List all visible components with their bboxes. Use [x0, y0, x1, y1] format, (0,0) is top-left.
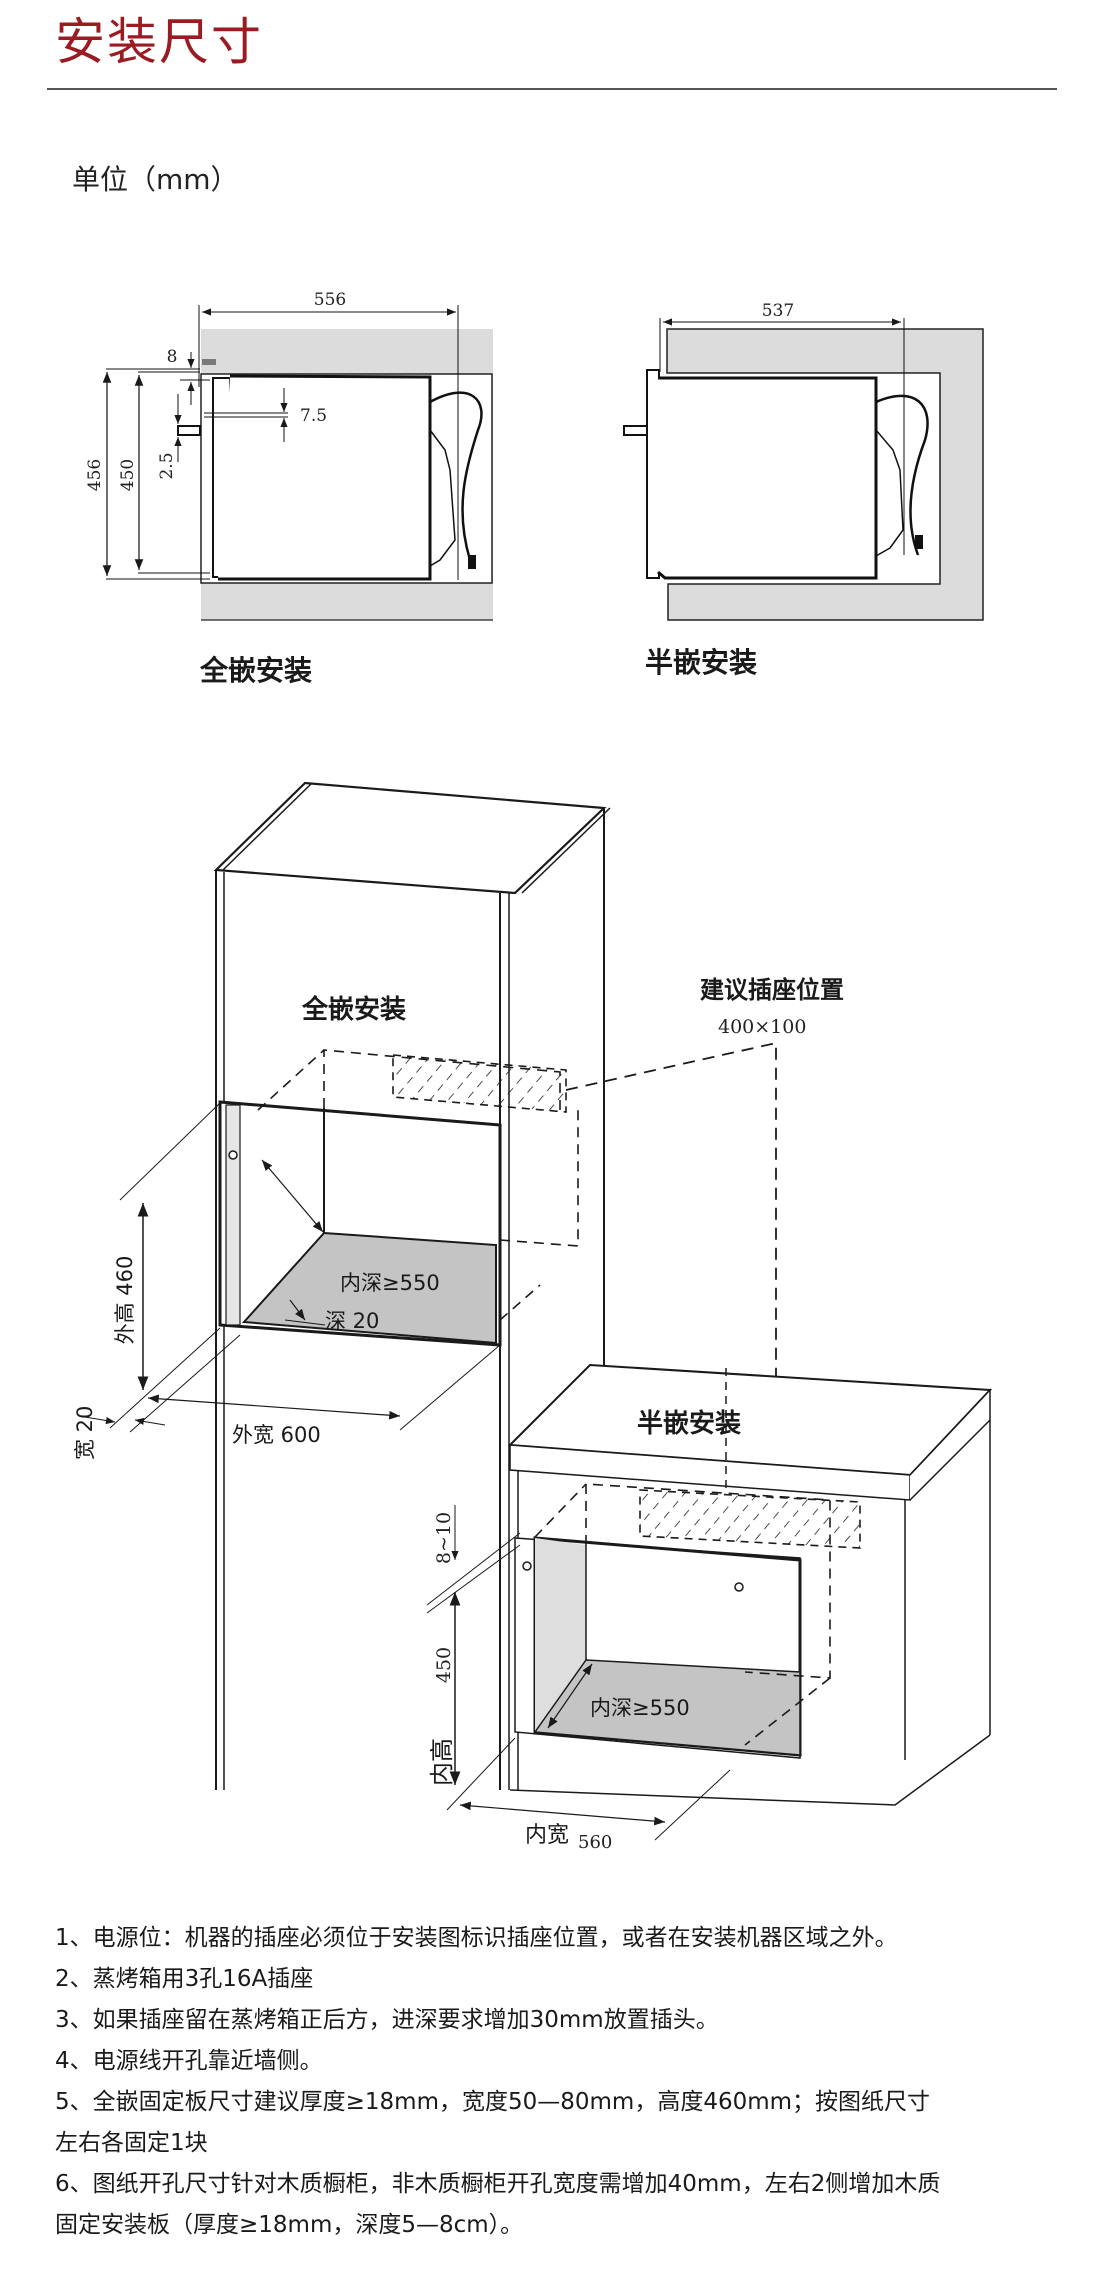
- iso-label-half-embed: 半嵌安装: [637, 1408, 741, 1439]
- plug-icon: [468, 555, 476, 569]
- dim-depth-537: 537: [762, 301, 794, 321]
- oven-body: [657, 376, 878, 580]
- page-title: 安装尺寸: [55, 13, 263, 71]
- caption-full-embed: 全嵌安装: [199, 654, 312, 687]
- socket-leader-line: [565, 1041, 777, 1380]
- plug-icon: [915, 535, 923, 549]
- iso-tall-cabinet: 全嵌安装 内深≥550 深 20 外高 460 外宽 600 宽 20: [73, 781, 777, 1790]
- iso-half-gap: 8~10: [433, 1512, 455, 1564]
- dim-handle-2.5: 2.5: [157, 452, 177, 479]
- note-item: 1、电源位：机器的插座必须位于安装图标识插座位置，或者在安装机器区域之外。: [55, 1925, 898, 1951]
- note-item: 4、电源线开孔靠近墙侧。: [55, 2048, 323, 2074]
- oven-handle: [623, 425, 648, 436]
- iso-label-full-embed: 全嵌安装: [301, 994, 406, 1025]
- dim-top-gap-8: 8: [167, 347, 178, 367]
- socket-size-label: 400×100: [718, 1016, 806, 1038]
- iso-full-outer-height: 外高 460: [113, 1256, 137, 1345]
- installation-diagram: 556 456 450 8 7.5 2.5 537 全嵌安装 半嵌: [73, 290, 993, 1853]
- iso-base-cabinet: 半嵌安装 8~10 450 内高 内深≥550 内宽 560: [426, 1363, 993, 1853]
- iso-full-depth-20: 深 20: [325, 1309, 379, 1333]
- iso-half-inner-height-label: 内高: [428, 1738, 456, 1786]
- caption-half-embed: 半嵌安装: [645, 646, 757, 679]
- cabinet-section: [666, 328, 984, 621]
- side-view-half-embed: 537: [623, 301, 984, 621]
- oven-handle: [177, 425, 201, 436]
- fixing-plate: [202, 359, 216, 365]
- iso-half-inner-width-value: 560: [578, 1832, 612, 1853]
- dim-outer-height-456: 456: [85, 459, 105, 491]
- side-view-full-embed: 556 456 450 8 7.5 2.5: [85, 290, 493, 621]
- note-item: 5、全嵌固定板尺寸建议厚度≥18mm，宽度50—80mm，高度460mm；按图纸…: [55, 2089, 931, 2156]
- note-item: 2、蒸烤箱用3孔16A插座: [55, 1966, 314, 1992]
- note-item: 6、图纸开孔尺寸针对木质橱柜，非木质橱柜开孔宽度需增加40mm，左右2侧增加木质…: [55, 2171, 941, 2238]
- iso-half-inner-depth: 内深≥550: [590, 1696, 690, 1720]
- oven-body: [218, 374, 432, 581]
- installation-notes: 1、电源位：机器的插座必须位于安装图标识插座位置，或者在安装机器区域之外。 2、…: [55, 1918, 1065, 2246]
- power-cord: [429, 391, 483, 561]
- iso-half-inner-width-label: 内宽: [525, 1823, 569, 1848]
- power-cord: [875, 394, 929, 556]
- note-item: 3、如果插座留在蒸烤箱正后方，进深要求增加30mm放置插头。: [55, 2007, 719, 2033]
- cabinet-section: [201, 329, 493, 620]
- dim-gap-7.5: 7.5: [300, 406, 327, 426]
- unit-label: 单位（mm）: [72, 163, 239, 196]
- dim-depth-556: 556: [314, 290, 346, 310]
- socket-area-lower: [639, 1489, 861, 1549]
- iso-full-outer-width: 外宽 600: [232, 1423, 321, 1447]
- iso-half-inner-height-value: 450: [433, 1647, 455, 1683]
- socket-area-upper: [392, 1054, 567, 1113]
- socket-location-label: 建议插座位置: [700, 976, 844, 1004]
- oven-door: [646, 369, 660, 579]
- iso-full-inner-depth: 内深≥550: [340, 1271, 440, 1295]
- iso-full-width-20: 宽 20: [73, 1406, 97, 1460]
- title-divider: [47, 88, 1057, 90]
- dim-inner-height-450: 450: [118, 459, 138, 491]
